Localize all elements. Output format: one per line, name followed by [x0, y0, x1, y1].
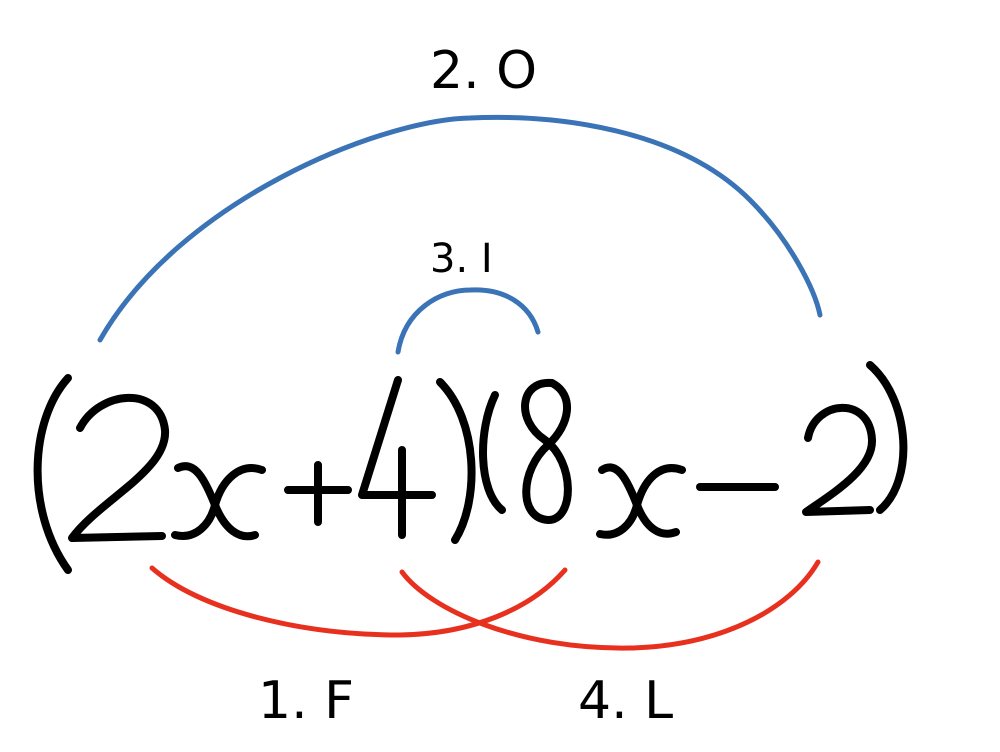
variable-x-second-b	[596, 464, 686, 539]
arc-first	[149, 565, 568, 638]
plus-sign	[284, 461, 352, 526]
label-first: 1. F	[258, 671, 354, 731]
close-paren-1	[436, 378, 476, 544]
digit-2-first	[68, 393, 170, 542]
arc-last	[399, 559, 821, 651]
digit-8	[521, 378, 572, 524]
label-outer: 2. O	[430, 41, 537, 101]
digit-4	[358, 376, 436, 539]
arc-inner	[395, 287, 541, 355]
label-last: 4. L	[578, 671, 673, 731]
close-paren-2	[866, 361, 908, 514]
label-inner: 3. I	[430, 236, 493, 282]
arc-outer	[97, 114, 823, 343]
expression-text: (2x+4)(8x-2)	[497, 743, 504, 746]
variable-x-first-b	[171, 464, 266, 540]
open-paren-1	[33, 374, 72, 574]
expression-handwriting	[33, 361, 908, 574]
digit-2-second	[802, 403, 877, 516]
open-paren-2	[479, 391, 506, 514]
